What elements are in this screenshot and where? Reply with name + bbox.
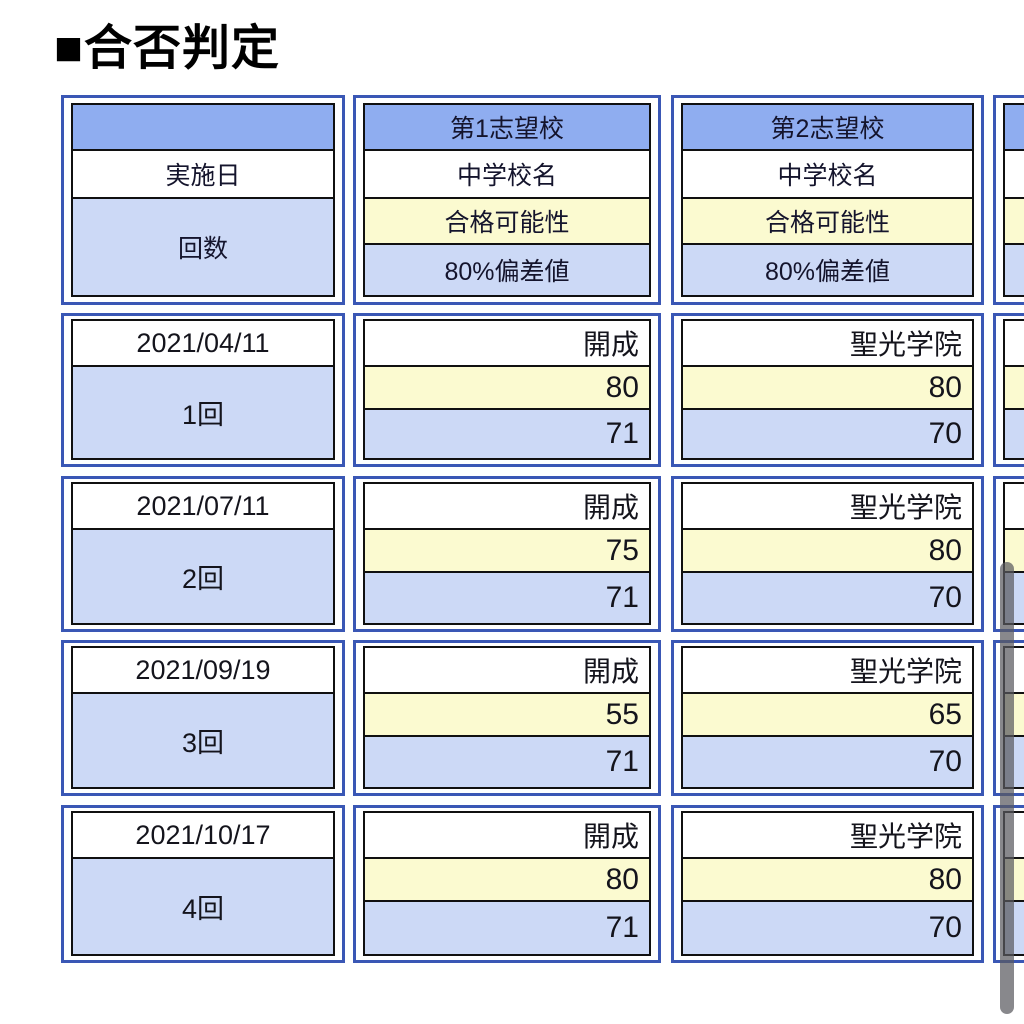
choice3-probability-label — [1005, 199, 1024, 245]
exec-date-label: 実施日 — [73, 151, 333, 199]
header-box-choice-2: 第2志望校 中学校名 合格可能性 80%偏差値 — [671, 95, 984, 305]
choice1-probability-label: 合格可能性 — [365, 199, 649, 245]
school-name-cell: 開成 — [365, 484, 649, 530]
deviation-cell: 70 — [683, 410, 972, 458]
row1-date-box: 2021/04/11 1回 — [61, 313, 345, 467]
row1-choice1-box: 開成 80 71 — [353, 313, 661, 467]
choice3-deviation-label — [1005, 245, 1024, 295]
round-cell: 1回 — [73, 367, 333, 458]
school-name-cell: 聖光学院 — [683, 648, 972, 694]
school-name-cell — [1005, 321, 1024, 367]
choice2-school-label: 中学校名 — [683, 151, 972, 199]
school-name-cell: 聖光学院 — [683, 484, 972, 530]
probability-cell: 65 — [683, 694, 972, 737]
row4-choice2-box: 聖光学院 80 70 — [671, 805, 984, 963]
row2-choice2-box: 聖光学院 80 70 — [671, 476, 984, 632]
probability-cell — [1005, 367, 1024, 410]
choice2-probability-label: 合格可能性 — [683, 199, 972, 245]
school-name-cell: 開成 — [365, 813, 649, 859]
deviation-cell: 71 — [365, 573, 649, 623]
deviation-cell: 71 — [365, 902, 649, 954]
school-name-cell: 聖光学院 — [683, 813, 972, 859]
page-title: ■合否判定 — [54, 22, 280, 75]
school-name-cell: 聖光学院 — [683, 321, 972, 367]
date-cell: 2021/09/19 — [73, 648, 333, 694]
probability-cell: 80 — [365, 859, 649, 902]
choice3-header-label — [1005, 105, 1024, 151]
probability-cell: 80 — [365, 367, 649, 410]
probability-cell: 80 — [683, 859, 972, 902]
header-box-choice-3-clipped — [993, 95, 1024, 305]
probability-cell: 80 — [683, 367, 972, 410]
row1-choice3-box-clipped — [993, 313, 1024, 467]
deviation-cell: 70 — [683, 573, 972, 623]
round-cell: 3回 — [73, 694, 333, 787]
round-cell: 4回 — [73, 859, 333, 954]
header-corner-cell — [73, 105, 333, 151]
round-label: 回数 — [73, 199, 333, 295]
date-cell: 2021/07/11 — [73, 484, 333, 530]
deviation-cell: 71 — [365, 410, 649, 458]
school-name-cell — [1005, 484, 1024, 530]
probability-cell: 75 — [365, 530, 649, 573]
choice2-header-label: 第2志望校 — [683, 105, 972, 151]
row3-date-box: 2021/09/19 3回 — [61, 640, 345, 796]
date-cell: 2021/04/11 — [73, 321, 333, 367]
round-cell: 2回 — [73, 530, 333, 623]
row2-choice1-box: 開成 75 71 — [353, 476, 661, 632]
vertical-scrollbar-thumb[interactable] — [1000, 562, 1014, 1014]
row4-date-box: 2021/10/17 4回 — [61, 805, 345, 963]
school-name-cell: 開成 — [365, 321, 649, 367]
date-cell: 2021/10/17 — [73, 813, 333, 859]
header-box-exec-date: 実施日 回数 — [61, 95, 345, 305]
row3-choice1-box: 開成 55 71 — [353, 640, 661, 796]
row1-choice2-box: 聖光学院 80 70 — [671, 313, 984, 467]
deviation-cell — [1005, 410, 1024, 458]
choice3-school-label — [1005, 151, 1024, 199]
row3-choice2-box: 聖光学院 65 70 — [671, 640, 984, 796]
choice2-deviation-label: 80%偏差値 — [683, 245, 972, 295]
header-box-choice-1: 第1志望校 中学校名 合格可能性 80%偏差値 — [353, 95, 661, 305]
choice1-school-label: 中学校名 — [365, 151, 649, 199]
probability-cell: 55 — [365, 694, 649, 737]
choice1-header-label: 第1志望校 — [365, 105, 649, 151]
choice1-deviation-label: 80%偏差値 — [365, 245, 649, 295]
deviation-cell: 70 — [683, 737, 972, 787]
deviation-cell: 70 — [683, 902, 972, 954]
row2-date-box: 2021/07/11 2回 — [61, 476, 345, 632]
school-name-cell: 開成 — [365, 648, 649, 694]
probability-cell: 80 — [683, 530, 972, 573]
row4-choice1-box: 開成 80 71 — [353, 805, 661, 963]
deviation-cell: 71 — [365, 737, 649, 787]
